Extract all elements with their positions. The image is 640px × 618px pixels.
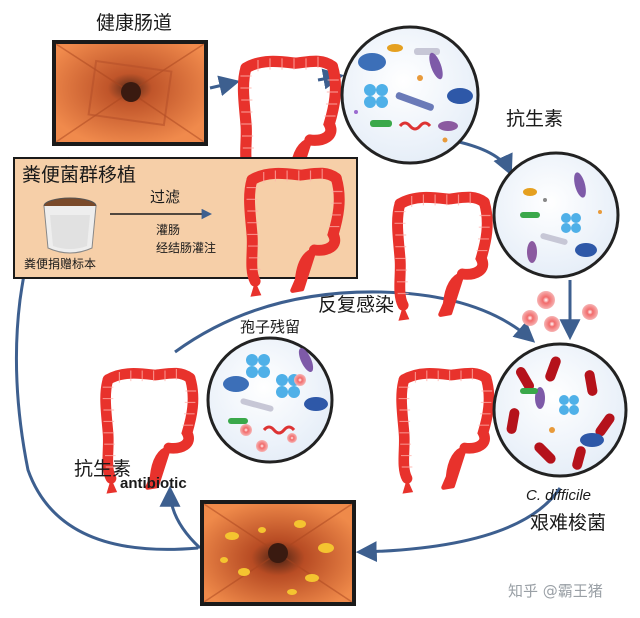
arrow-dish4-to-bottom-tissue (355, 487, 562, 563)
colon-infected (399, 369, 492, 494)
label-antibiotics-top: 抗生素 (506, 108, 564, 130)
watermark: 知乎 @霸王猪 (508, 582, 603, 600)
colon-after-antibiotics (395, 193, 491, 321)
arrow-recurrent-infection (174, 290, 536, 354)
arrow-tissue-to-colon (209, 75, 241, 97)
dish-depleted-microbiota (492, 151, 620, 279)
fmt-panel (13, 157, 358, 279)
label-colonoscopy: 经结肠灌注 (156, 241, 217, 255)
arrow-bottom-tissue-to-colon (159, 485, 202, 550)
label-donor-sample: 粪便捐赠标本 (24, 257, 97, 271)
label-recurrent-infection: 反复感染 (318, 294, 395, 316)
dish-c-difficile (492, 342, 628, 478)
label-enema: 灌肠 (156, 223, 181, 237)
label-spore-residue: 孢子残留 (240, 318, 301, 336)
label-c-difficile-cn: 艰难梭菌 (530, 512, 607, 534)
label-healthy-gut: 健康肠道 (96, 12, 173, 34)
floating-spores (522, 291, 598, 332)
healthy-gut-endoscopy-image (52, 40, 208, 146)
label-c-difficile: C. difficile (526, 487, 592, 504)
dish-healthy-microbiota (340, 25, 480, 165)
label-fmt-title: 粪便菌群移植 (22, 164, 137, 186)
label-filter: 过滤 (150, 188, 181, 206)
label-antibiotic-en: antibiotic (120, 475, 187, 492)
arrow-dish1-to-dish2 (449, 138, 513, 176)
infected-gut-endoscopy-image (200, 500, 356, 606)
label-antibiotics-left: 抗生素 (74, 458, 132, 480)
dish-spore-residue (206, 336, 334, 464)
